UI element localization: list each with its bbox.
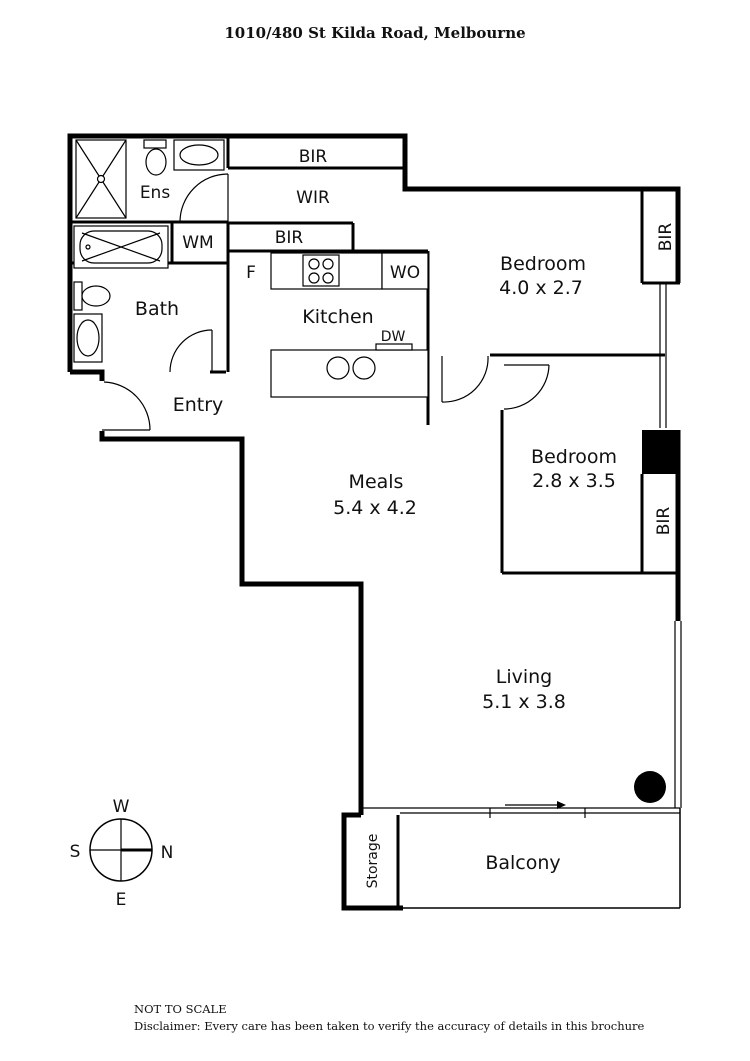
wm-label: WM: [182, 233, 213, 253]
dishwasher-label: DW: [381, 329, 406, 345]
bir-top-label: BIR: [299, 147, 328, 167]
living-column: [634, 771, 666, 803]
bir-mid-label: BIR: [275, 228, 304, 248]
living-size: 5.1 x 3.8: [482, 691, 566, 713]
sliding-door-arrow: [505, 801, 566, 809]
wall-oven-label: WO: [390, 263, 420, 283]
compass-s: S: [70, 842, 81, 862]
bir-bedroom1-label: BIR: [656, 223, 676, 252]
ensuite-label: Ens: [140, 183, 171, 203]
balcony-outline: [344, 807, 681, 909]
bedroom2-size: 2.8 x 3.5: [532, 470, 616, 492]
scale-note: NOT TO SCALE: [134, 1002, 227, 1016]
ensuite-fixtures: [75, 139, 225, 219]
fridge-label: F: [246, 263, 256, 283]
disclaimer: Disclaimer: Every care has been taken to…: [134, 1019, 645, 1033]
bedroom2-name: Bedroom: [531, 446, 617, 468]
wir-label: WIR: [296, 188, 330, 208]
meals-name: Meals: [349, 471, 404, 493]
bedroom1-name: Bedroom: [500, 253, 586, 275]
compass-w: W: [113, 797, 130, 817]
kitchen-fixtures: [270, 252, 429, 398]
compass-n: N: [161, 843, 174, 863]
compass-icon: W S N E: [70, 797, 174, 910]
compass-e: E: [116, 890, 127, 910]
storage-label: Storage: [365, 834, 381, 889]
door-swings: [102, 173, 550, 431]
bathroom-fixtures: [73, 225, 169, 363]
structural-column: [642, 430, 680, 474]
entry-label: Entry: [173, 394, 224, 416]
meals-size: 5.4 x 4.2: [333, 497, 417, 519]
bir-bedroom2-label: BIR: [654, 507, 674, 536]
bath-label: Bath: [135, 298, 179, 320]
plan-title: 1010/480 St Kilda Road, Melbourne: [224, 24, 526, 42]
windows: [659, 283, 682, 808]
kitchen-label: Kitchen: [302, 306, 373, 328]
footer: NOT TO SCALE Disclaimer: Every care has …: [134, 1001, 644, 1035]
living-name: Living: [496, 666, 553, 688]
bedroom1-size: 4.0 x 2.7: [499, 277, 583, 299]
balcony-label: Balcony: [485, 852, 560, 874]
